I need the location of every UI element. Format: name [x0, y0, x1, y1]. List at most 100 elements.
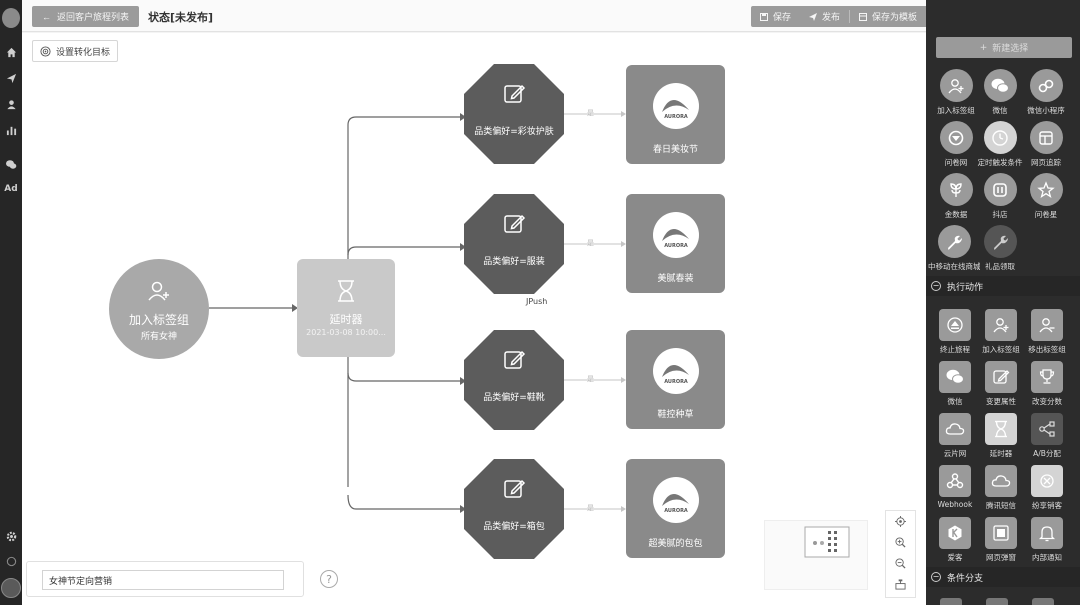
action-remove-from-tag-group[interactable]: 移出标签组	[1024, 309, 1070, 355]
survey-icon	[939, 121, 973, 154]
help-icon[interactable]: ?	[320, 570, 338, 588]
action-internal-notice[interactable]: 内部通知	[1024, 517, 1070, 563]
action-change-attribute[interactable]: 变更属性	[978, 361, 1024, 407]
delay-node[interactable]: 延时器 2021-03-08 10:00...	[297, 259, 395, 357]
condition-node-bags[interactable]: 品类偏好=箱包	[464, 459, 564, 559]
trigger-cmcc-mall[interactable]: 中移动在线商城	[928, 225, 980, 272]
action-tencent-sms[interactable]: 腾讯短信	[978, 465, 1024, 511]
avatar[interactable]	[1, 578, 21, 598]
journey-name-input[interactable]	[42, 570, 284, 590]
back-to-list-button[interactable]: ← 返回客户旅程列表	[32, 6, 140, 27]
ad-nav-item[interactable]: Ad	[4, 184, 18, 194]
section-title-actions: 执行动作	[947, 282, 984, 293]
wechat-nav-icon[interactable]	[3, 156, 19, 172]
trigger-label: 金数据	[944, 210, 968, 219]
trigger-label: 问卷网	[944, 158, 968, 167]
trigger-add-to-tag-group[interactable]: 加入标签组	[932, 69, 980, 116]
action-node-spring-clothing[interactable]: AURORA 美腻春装	[626, 194, 725, 293]
trigger-scheduled[interactable]: 定时触发条件	[976, 121, 1024, 168]
branch-item-partial[interactable]	[1032, 598, 1054, 605]
branch-item-partial[interactable]	[986, 598, 1008, 605]
condition-node-shoes[interactable]: 品类偏好=鞋靴	[464, 330, 564, 430]
zoom-out-icon[interactable]	[886, 553, 915, 574]
action-wechat[interactable]: 微信	[932, 361, 978, 407]
action-node-title: 春日美妆节	[652, 145, 698, 155]
trigger-survey-net[interactable]: 问卷网	[932, 121, 980, 168]
save-button[interactable]: 保存	[751, 6, 800, 27]
aurora-logo: AURORA	[653, 212, 699, 258]
collapse-icon: −	[931, 572, 941, 582]
start-node-add-to-tag-group[interactable]: 加入标签组 所有女神	[109, 259, 209, 359]
trigger-wechat[interactable]: 微信	[976, 69, 1024, 116]
action-end-journey[interactable]: 终止旅程	[932, 309, 978, 355]
flow-canvas[interactable]: 设置转化目标 加入标签组 所有女神 延时器 2021-03-08 10:00..…	[22, 33, 926, 605]
edit-icon	[502, 477, 526, 501]
aike-icon	[939, 517, 971, 549]
branch-item-partial[interactable]	[940, 598, 962, 605]
user-icon[interactable]	[3, 96, 19, 112]
trigger-wenjuanxing[interactable]: 问卷星	[1022, 173, 1070, 220]
section-title-branch: 条件分支	[947, 573, 984, 584]
action-aike[interactable]: 爱客	[932, 517, 978, 563]
zoom-toolbar	[885, 510, 916, 598]
action-web-popup[interactable]: 网页弹窗	[978, 517, 1024, 563]
aurora-logo-text: AURORA	[664, 379, 688, 385]
zoom-in-icon[interactable]	[886, 532, 915, 553]
action-node-title: 超美腻的包包	[648, 539, 703, 549]
condition-node-makeup[interactable]: 品类偏好=彩妆护肤	[464, 64, 564, 164]
action-delay[interactable]: 延时器	[978, 413, 1024, 459]
locate-icon[interactable]	[886, 511, 915, 532]
wrench-icon	[983, 225, 1017, 258]
save-label: 保存	[772, 13, 791, 23]
action-node-bags[interactable]: AURORA 超美腻的包包	[626, 459, 725, 558]
clock-icon	[983, 121, 1017, 154]
action-label: 改变分数	[1032, 397, 1062, 406]
section-header-branch[interactable]: − 条件分支	[926, 567, 1080, 587]
trigger-label: 网页追踪	[1031, 158, 1061, 167]
app-logo[interactable]	[2, 8, 20, 28]
action-webhook[interactable]: Webhook	[932, 465, 978, 509]
condition-node-title: 品类偏好=箱包	[483, 522, 545, 532]
divider	[848, 10, 850, 23]
save-as-template-button[interactable]: 保存为模板	[850, 6, 926, 27]
action-add-to-tag-group[interactable]: 加入标签组	[978, 309, 1024, 355]
home-icon[interactable]	[3, 44, 19, 60]
back-to-list-label: 返回客户旅程列表	[57, 12, 130, 22]
layout-icon[interactable]	[886, 574, 915, 595]
left-nav: Ad	[0, 0, 22, 605]
trigger-doudian[interactable]: 抖店	[976, 173, 1024, 220]
trigger-gift-claim[interactable]: 礼品领取	[976, 225, 1024, 272]
trigger-label: 微信小程序	[1027, 106, 1065, 115]
send-icon[interactable]	[3, 70, 19, 86]
delay-node-title: 延时器	[329, 313, 363, 326]
action-label: 终止旅程	[940, 345, 970, 354]
trigger-label: 加入标签组	[937, 106, 975, 115]
chat-icon[interactable]	[3, 553, 19, 569]
mini-program-icon	[1029, 69, 1063, 102]
arrow-left-icon: ←	[42, 11, 51, 22]
collapse-icon: −	[931, 281, 941, 291]
settings-icon[interactable]	[3, 528, 19, 544]
trigger-web-tracking[interactable]: 网页追踪	[1022, 121, 1070, 168]
action-ab-split[interactable]: A/B分配	[1024, 413, 1070, 459]
wrench-icon	[937, 225, 971, 258]
trigger-jinshuju[interactable]: 金数据	[932, 173, 980, 220]
condition-node-title: 品类偏好=鞋靴	[483, 393, 545, 403]
section-header-actions[interactable]: − 执行动作	[926, 276, 1080, 296]
jinshuju-icon	[939, 173, 973, 206]
bar-chart-icon[interactable]	[3, 122, 19, 138]
action-node-spring-beauty[interactable]: AURORA 春日美妆节	[626, 65, 725, 164]
new-select-button[interactable]: + 新建选择	[936, 37, 1072, 58]
yes-branch-label: 是	[587, 239, 594, 247]
wechat-icon	[939, 361, 971, 393]
trigger-wechat-mini-program[interactable]: 微信小程序	[1022, 69, 1070, 116]
condition-node-clothing[interactable]: 品类偏好=服装	[464, 194, 564, 294]
action-yunpian[interactable]: 云片网	[932, 413, 978, 459]
action-node-shoes[interactable]: AURORA 鞋控种草	[626, 330, 725, 429]
action-fxiaoke[interactable]: 纷享销客	[1024, 465, 1070, 511]
minimap[interactable]	[764, 520, 868, 590]
set-conversion-goal-button[interactable]: 设置转化目标	[32, 40, 119, 62]
plus-icon: +	[979, 42, 988, 53]
publish-button[interactable]: 发布	[800, 6, 849, 27]
action-change-score[interactable]: 改变分数	[1024, 361, 1070, 407]
